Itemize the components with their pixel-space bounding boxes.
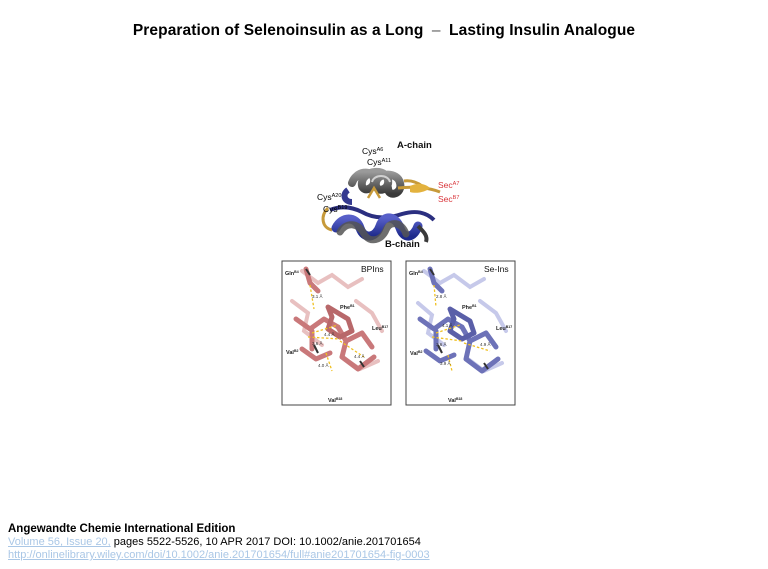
panel-bpins: BPIns GlnB4 PheB1 LeuB17 ValB2 ValB18 3.… (281, 260, 392, 406)
ribbon-labels: A-chain B-chain CysA6 CysA11 CysA20 CysB… (317, 140, 459, 250)
label-sec-a7: SecA7 (438, 180, 459, 190)
distance-label: 4.4 Å (324, 331, 335, 337)
residue-val-b2: ValB2 (286, 349, 298, 356)
svg-text:A-chain: A-chain (397, 140, 432, 151)
distance-label: 3.1 Å (312, 293, 323, 299)
title-part-2: Lasting Insulin Analogue (449, 22, 636, 39)
residue-gln-b4: GlnB4 (285, 270, 299, 277)
a-chain-label: A-chain (397, 140, 432, 151)
figure-image: A-chain B-chain CysA6 CysA11 CysA20 CysB… (281, 140, 516, 406)
distance-label: 3.6 Å (436, 341, 447, 347)
distance-label: 4.9 Å (480, 341, 491, 347)
panel-title-se-ins: Se-Ins (484, 264, 509, 274)
citation-block: Angewandte Chemie International Edition … (8, 523, 430, 562)
svg-text:B-chain: B-chain (385, 239, 420, 250)
residue-val-b18: ValB18 (448, 397, 462, 404)
residue-val-b2: ValB2 (410, 350, 422, 357)
residue-leu-b17: LeuB17 (496, 325, 512, 332)
residue-val-b18: ValB18 (328, 397, 342, 404)
distance-label: 4.4 Å (354, 353, 365, 359)
page-title: Preparation of Selenoinsulin as a Long –… (0, 22, 768, 40)
panel-se-ins: Se-Ins GlnB4 PheB1 LeuB17 ValB2 ValB18 2… (405, 260, 516, 406)
residue-phe-b1: PheB1 (340, 304, 355, 311)
label-cys-a6: CysA6 (362, 146, 383, 156)
distance-label: 4.1 Å (442, 322, 453, 328)
distance-label: 4.0 Å (318, 362, 329, 368)
label-cys-a20: CysA20 (317, 192, 341, 202)
label-sec-b7: SecB7 (438, 194, 459, 204)
title-dash: – (431, 22, 441, 39)
residue-gln-b4: GlnB4 (409, 270, 423, 277)
residue-phe-b1: PheB1 (462, 304, 477, 311)
journal-name: Angewandte Chemie International Edition (8, 523, 236, 535)
panel-title-bpins: BPIns (361, 264, 384, 274)
title-part-1: Preparation of Selenoinsulin as a Long (132, 22, 424, 39)
b-chain-label: B-chain (385, 239, 420, 250)
citation-line: Volume 56, Issue 20, pages 5522-5526, 10… (8, 536, 430, 549)
distance-label: 3.6 Å (312, 340, 323, 346)
residue-leu-b17: LeuB17 (372, 325, 388, 332)
distance-label: 2.8 Å (436, 293, 447, 299)
label-cys-a11: CysA11 (367, 157, 391, 167)
citation-details: pages 5522-5526, 10 APR 2017 DOI: 10.100… (110, 536, 421, 548)
label-cys-b19: CysB19 (323, 204, 347, 214)
distance-label: 3.9 Å (440, 360, 451, 366)
figure-url-link[interactable]: http://onlinelibrary.wiley.com/doi/10.10… (8, 549, 430, 561)
volume-issue-link[interactable]: Volume 56, Issue 20, (8, 536, 111, 548)
insulin-ribbon-structure (321, 168, 441, 244)
